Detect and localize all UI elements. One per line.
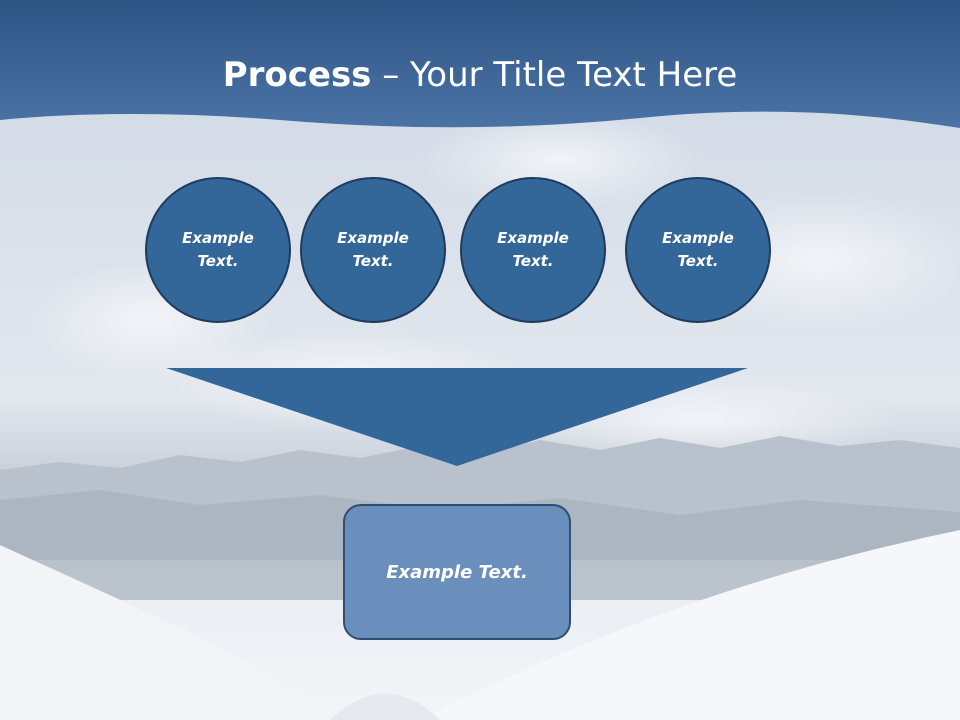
- result-label: Example Text.: [386, 561, 528, 583]
- snow-valley: [330, 693, 440, 720]
- page-title: Process – Your Title Text Here: [0, 52, 960, 98]
- process-step-label: Example Text.: [497, 229, 569, 270]
- process-step-label: Example Text.: [662, 229, 734, 270]
- process-step-circle: Example Text.: [625, 177, 771, 323]
- funnel-triangle: [166, 368, 748, 466]
- process-step-circle: Example Text.: [300, 177, 446, 323]
- cloud-shape: [420, 110, 700, 210]
- snow-slope-left: [0, 545, 340, 720]
- funnel-arrow: [166, 368, 748, 466]
- process-step-circle: Example Text.: [460, 177, 606, 323]
- process-step-label: Example Text.: [337, 229, 409, 270]
- process-step-circle: Example Text.: [145, 177, 291, 323]
- title-rest: – Your Title Text Here: [371, 55, 738, 95]
- process-step-label: Example Text.: [182, 229, 254, 270]
- snow-slope-right: [420, 530, 960, 720]
- header-band: [0, 0, 960, 128]
- result-box: Example Text.: [343, 504, 571, 640]
- title-bold: Process: [222, 55, 372, 95]
